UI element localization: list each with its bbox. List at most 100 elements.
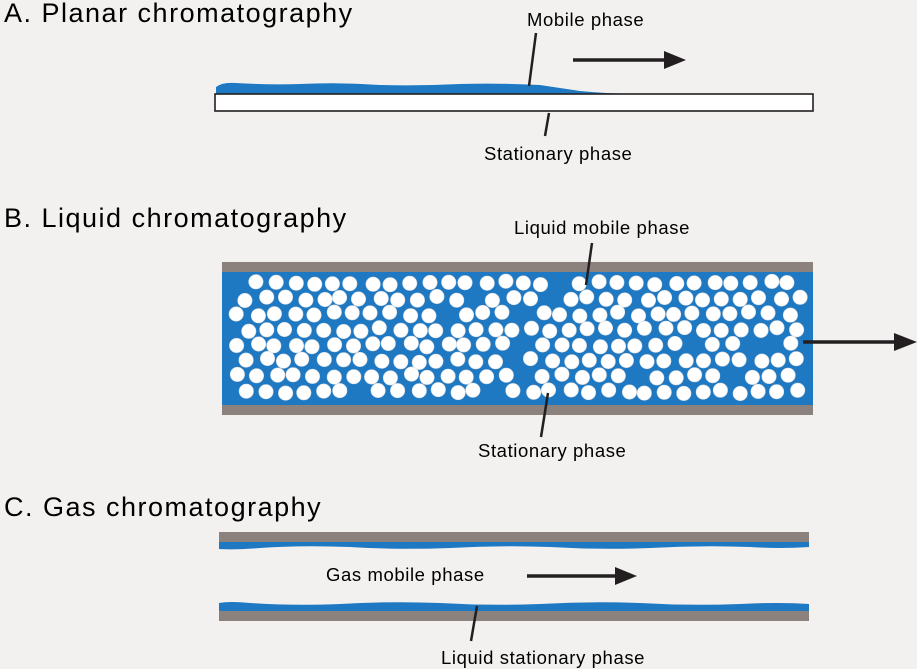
particle xyxy=(298,292,314,308)
particle xyxy=(609,274,625,290)
particle xyxy=(732,385,748,401)
particle xyxy=(370,382,386,398)
particle xyxy=(725,335,741,351)
particle xyxy=(722,306,738,322)
particle xyxy=(769,320,785,336)
particle xyxy=(428,323,444,339)
particle xyxy=(617,322,633,338)
particle xyxy=(636,320,652,336)
particle xyxy=(733,322,749,338)
particle xyxy=(523,320,539,336)
particle xyxy=(266,306,282,322)
particle xyxy=(750,290,766,306)
particle xyxy=(536,305,552,321)
particle xyxy=(522,351,538,367)
liquid-stationary-phase-pointer xyxy=(539,392,550,438)
particle xyxy=(304,339,320,355)
particle xyxy=(441,274,457,290)
particle xyxy=(288,275,304,291)
particle xyxy=(373,290,389,306)
particle xyxy=(390,383,406,399)
particle xyxy=(409,292,425,308)
particle xyxy=(571,337,587,353)
particle xyxy=(403,366,419,382)
particle xyxy=(564,354,580,370)
heading-planar: A. Planar chromatography xyxy=(4,0,354,28)
particle xyxy=(276,321,292,337)
particle xyxy=(676,385,692,401)
column-bottom-wall xyxy=(222,405,813,415)
particle xyxy=(259,350,275,366)
particle xyxy=(572,308,588,324)
particle xyxy=(458,307,474,323)
particle xyxy=(475,336,491,352)
particle xyxy=(475,304,491,320)
particle xyxy=(647,277,663,293)
particle xyxy=(592,307,608,323)
particle xyxy=(346,369,362,385)
flow-arrow-planar xyxy=(573,51,686,69)
particle xyxy=(266,338,282,354)
particle xyxy=(592,339,608,355)
particle xyxy=(458,369,474,385)
particle xyxy=(259,289,275,305)
particle xyxy=(598,291,614,307)
particle xyxy=(705,306,721,322)
particle xyxy=(403,308,419,324)
particle xyxy=(380,335,396,351)
particle xyxy=(705,368,721,384)
particle xyxy=(258,384,274,400)
particle xyxy=(382,304,398,320)
particle xyxy=(648,337,664,353)
particle xyxy=(440,368,456,384)
particle xyxy=(275,353,291,369)
particle xyxy=(526,384,542,400)
particle xyxy=(306,307,322,323)
particle xyxy=(506,290,522,306)
particle xyxy=(479,369,495,385)
particle xyxy=(457,275,473,291)
label-stationary-phase: Stationary phase xyxy=(484,143,632,164)
particle xyxy=(678,353,694,369)
particle xyxy=(783,335,799,351)
particle xyxy=(707,275,723,291)
particle xyxy=(621,384,637,400)
particle xyxy=(229,366,245,382)
particle xyxy=(667,335,683,351)
particle xyxy=(657,289,673,305)
particle xyxy=(296,385,312,401)
particle xyxy=(248,274,264,290)
particle xyxy=(344,305,360,321)
particle xyxy=(285,367,301,383)
particle xyxy=(695,322,711,338)
label-liquid-stationary-phase-gc: Liquid stationary phase xyxy=(441,647,645,668)
particle xyxy=(228,306,244,322)
flow-arrow-liquid xyxy=(803,333,917,351)
particle xyxy=(779,275,795,291)
particle xyxy=(288,338,304,354)
particle xyxy=(760,305,776,321)
particle xyxy=(393,322,409,338)
gc-top-wall xyxy=(219,532,809,542)
particle xyxy=(742,275,758,291)
particle xyxy=(574,369,590,385)
particle xyxy=(753,322,769,338)
particle xyxy=(364,369,380,385)
label-mobile-phase: Mobile phase xyxy=(527,9,644,30)
particle xyxy=(579,289,595,305)
particle xyxy=(780,367,796,383)
particle xyxy=(495,335,511,351)
particle xyxy=(764,273,780,289)
particle xyxy=(732,291,748,307)
liquid-mobile-phase-pointer xyxy=(584,242,594,286)
particle xyxy=(465,382,481,398)
particle xyxy=(456,337,472,353)
particle xyxy=(296,322,312,338)
planar-mobile-phase-layer xyxy=(216,82,650,94)
particle xyxy=(326,304,342,320)
particle xyxy=(304,368,320,384)
particle xyxy=(316,351,332,367)
particle xyxy=(554,366,570,382)
particle xyxy=(353,323,369,339)
